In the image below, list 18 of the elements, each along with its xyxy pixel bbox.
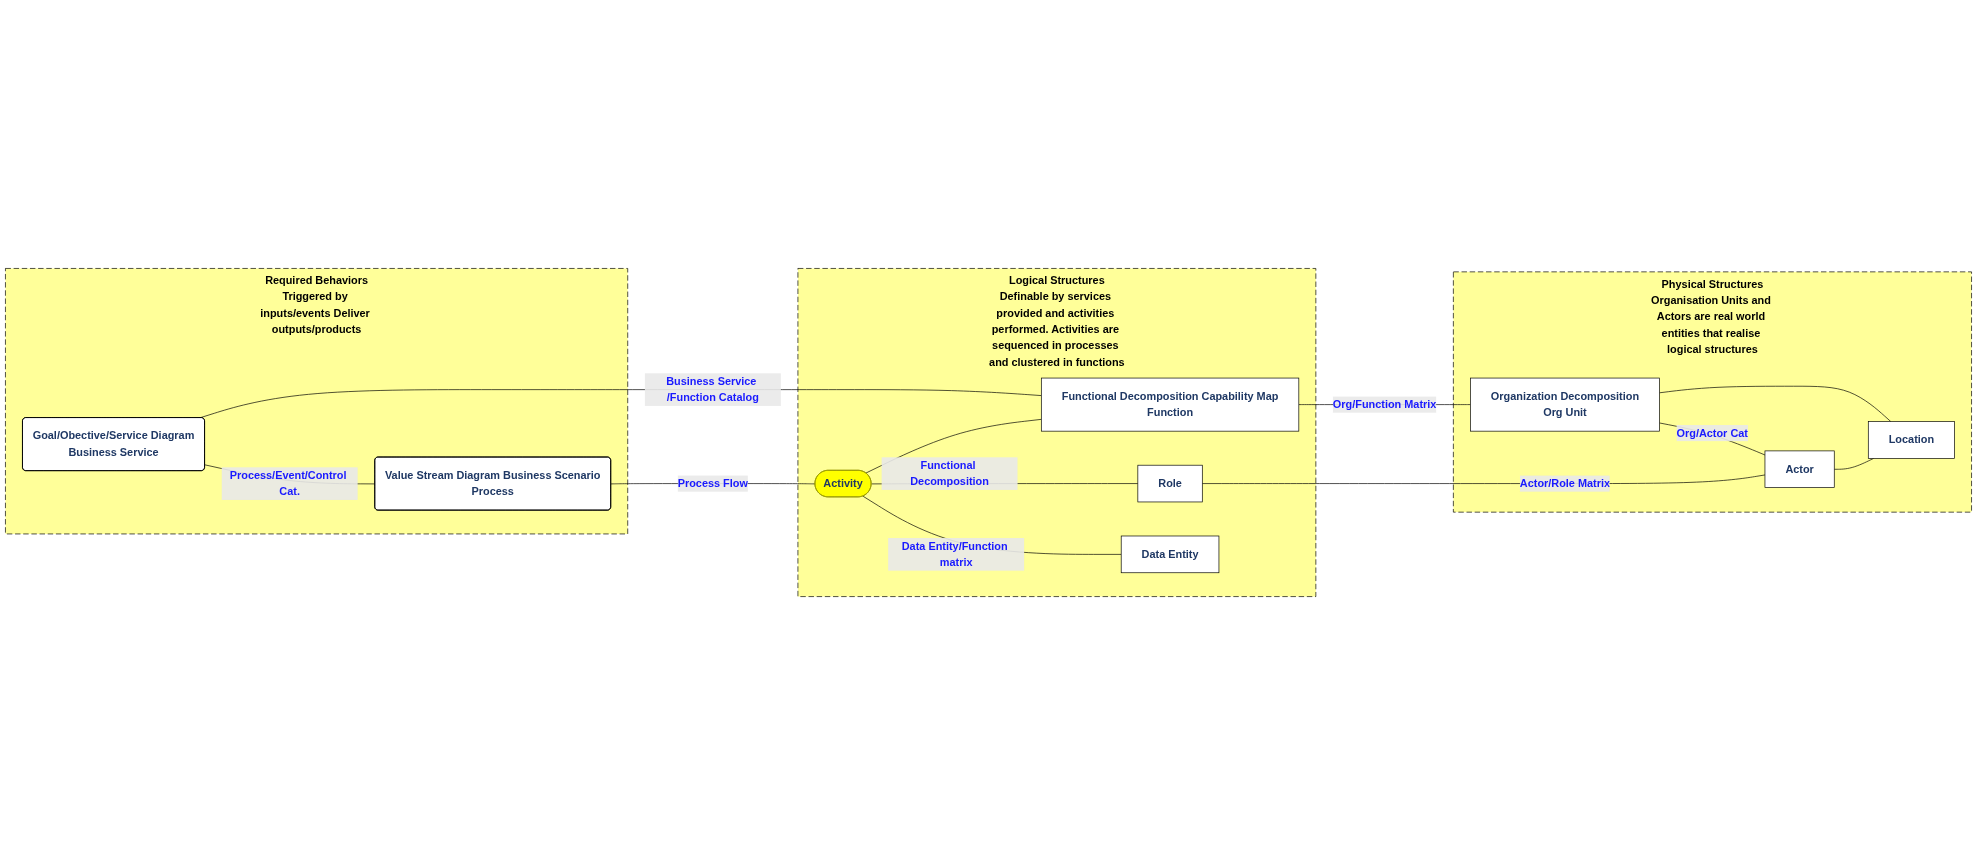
connector bbox=[1659, 385, 1892, 422]
node-box: Organization Decomposition Org Unit bbox=[1470, 377, 1660, 432]
edge-label: Process/Event/Control Cat. bbox=[229, 469, 347, 498]
edge-label: Functional Decomposition bbox=[910, 459, 989, 488]
edge-label: Org/Function Matrix bbox=[1332, 398, 1437, 411]
node-box: Data Entity bbox=[1120, 535, 1220, 574]
node-box: Functional Decomposition Capability Map Function bbox=[1041, 377, 1300, 432]
edge-label: Process Flow bbox=[677, 477, 748, 490]
connector bbox=[865, 419, 1042, 474]
edge-label: Business Service /Function Catalog bbox=[666, 375, 759, 404]
edge-label: Data Entity/Function matrix bbox=[901, 540, 1008, 568]
edge-label: Org/Actor Cat bbox=[1676, 427, 1748, 439]
edge-label: Actor/Role Matrix bbox=[1519, 477, 1611, 490]
connector bbox=[1659, 422, 1766, 456]
node-box: Role bbox=[1137, 464, 1203, 503]
node-box: Actor bbox=[1764, 450, 1835, 488]
connector bbox=[1833, 458, 1874, 470]
node-box: Location bbox=[1867, 421, 1955, 459]
